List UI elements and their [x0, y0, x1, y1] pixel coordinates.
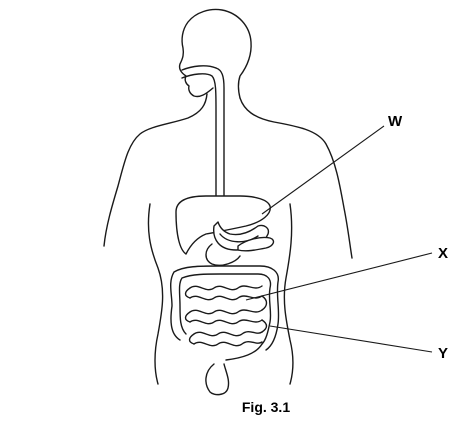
- oesophagus-left-wall: [181, 73, 217, 197]
- oesophagus: [181, 65, 225, 197]
- figure-caption: Fig. 3.1: [242, 399, 290, 415]
- duodenum: [205, 243, 241, 266]
- oesophagus-right-wall: [215, 67, 225, 197]
- right-torso-side: [283, 203, 294, 385]
- right-shoulder-arm: [239, 97, 353, 259]
- label-y-leader: [269, 325, 433, 353]
- left-torso-side: [147, 203, 164, 385]
- left-shoulder-arm: [103, 93, 208, 247]
- mouth-cavity: [181, 65, 217, 71]
- small-intestine-coil-3: [189, 309, 263, 315]
- small-intestine-right-turns: [261, 295, 268, 333]
- small-intestine-coil-5: [193, 331, 263, 337]
- colon-outer: [170, 265, 280, 351]
- small-intestine: [184, 285, 268, 347]
- liver: [175, 195, 271, 255]
- large-intestine: [170, 265, 280, 396]
- label-w-leader: [261, 125, 385, 215]
- pancreas: [237, 236, 275, 252]
- head-outline: [178, 8, 252, 99]
- stomach-inner-fold: [219, 233, 259, 243]
- colon-inner: [178, 273, 272, 345]
- label-x-leader: [245, 252, 433, 301]
- small-intestine-coil-2: [189, 295, 263, 301]
- label-w: W: [388, 113, 403, 130]
- small-intestine-coil-4: [189, 319, 263, 325]
- rectum: [205, 363, 230, 396]
- small-intestine-left-turns: [184, 287, 195, 345]
- body-outline: [103, 8, 353, 385]
- colon-descending-join: [225, 343, 263, 361]
- label-y: Y: [438, 345, 448, 362]
- small-intestine-coil-1: [189, 285, 263, 291]
- label-x: X: [438, 245, 448, 262]
- small-intestine-coil-6: [193, 341, 263, 347]
